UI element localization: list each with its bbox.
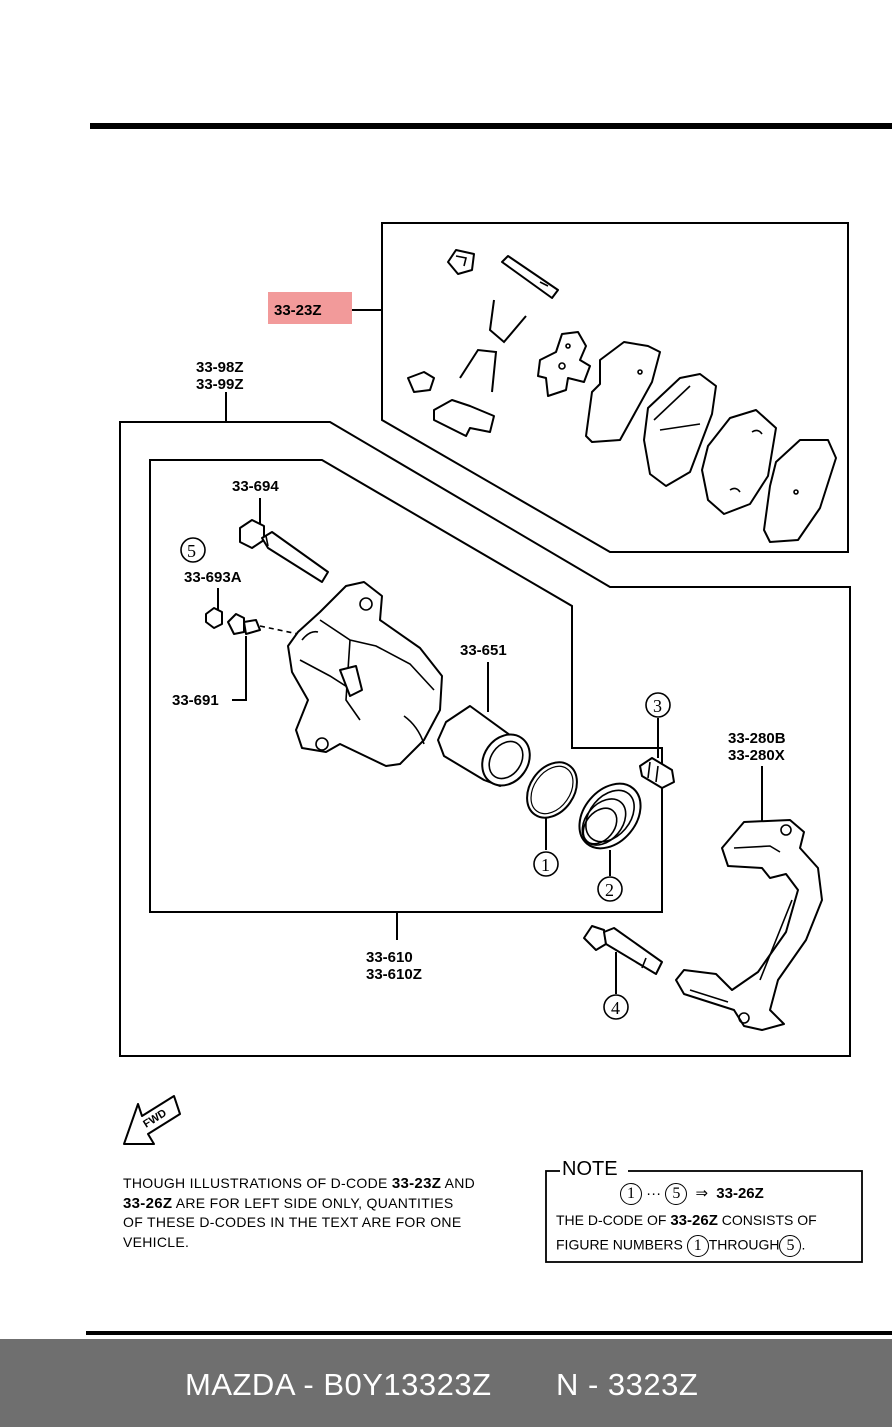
guide-bushing <box>639 757 675 789</box>
parts-diagram: 33-23Z 33-98Z 33-99Z <box>86 123 892 1335</box>
note-frame <box>545 1170 863 1263</box>
note-line-2: THE D-CODE OF 33-26Z CONSISTS OF <box>556 1212 817 1229</box>
dust-boot <box>578 782 642 850</box>
circle-3-num: 3 <box>653 696 662 716</box>
label-33-23z[interactable]: 33-23Z <box>274 302 322 319</box>
circle-1 <box>533 851 559 877</box>
footer-code: N - 3323Z <box>556 1367 699 1402</box>
bleeder-leader <box>232 636 247 701</box>
circle-5-num: 5 <box>187 541 196 561</box>
shim-inner <box>763 439 837 543</box>
disclaimer-line-3: OF THESE D-CODES IN THE TEXT ARE FOR ONE <box>123 1214 462 1230</box>
circle-2-num: 2 <box>605 880 614 900</box>
wire-spring-1 <box>488 299 527 344</box>
disclaimer-text: THOUGH ILLUSTRATIONS OF D-CODE 33-23Z AN… <box>123 1174 523 1252</box>
footer-part-number: MAZDA - B0Y13323Z <box>185 1367 492 1402</box>
note-line-1: 1 ··· 5 ⇒ 33-26Z <box>620 1183 764 1205</box>
label-33-610z[interactable]: 33-610Z <box>366 966 422 983</box>
label-33-99z[interactable]: 33-99Z <box>196 376 244 393</box>
piston-seal-inner <box>530 765 574 815</box>
note-title-bg <box>560 1160 628 1180</box>
piston-seal <box>526 761 578 819</box>
label-33-98z[interactable]: 33-98Z <box>196 359 244 376</box>
caliper-asm-frame <box>119 421 851 1057</box>
footer-bar: MAZDA - B0Y13323Z N - 3323Z <box>0 1339 892 1427</box>
caliper-bracket <box>675 819 823 1031</box>
bleeder-screw <box>227 613 261 635</box>
clip-top <box>447 249 475 275</box>
caliper-frame <box>149 459 663 913</box>
brake-pad-outer <box>643 373 717 487</box>
circle-4-num: 4 <box>611 998 620 1018</box>
bottom-rule <box>86 1331 892 1335</box>
circle-1-num: 1 <box>541 855 550 875</box>
disclaimer-line-2: 33-26Z ARE FOR LEFT SIDE ONLY, QUANTITIE… <box>123 1194 454 1212</box>
dust-cap <box>205 607 223 629</box>
pad-kit-frame <box>381 222 849 553</box>
disclaimer-line-4: VEHICLE. <box>123 1233 190 1250</box>
disclaimer-line-1: THOUGH ILLUSTRATIONS OF D-CODE 33-23Z AN… <box>123 1175 476 1192</box>
shim-outer <box>585 341 661 443</box>
piston <box>437 705 531 787</box>
label-33-280b[interactable]: 33-280B <box>728 730 786 747</box>
slide-pin <box>583 925 663 975</box>
pad-retainer <box>433 399 495 437</box>
wire-spring-2 <box>459 348 498 393</box>
label-33-694[interactable]: 33-694 <box>232 478 279 495</box>
label-33-610[interactable]: 33-610 <box>366 949 413 966</box>
circle-5 <box>180 537 206 563</box>
anti-rattle-spring <box>501 255 559 299</box>
fwd-arrow: FWD <box>123 1095 181 1145</box>
circle-2 <box>597 876 623 902</box>
clip-left <box>407 371 435 393</box>
guide-bolt <box>239 519 329 583</box>
label-33-651[interactable]: 33-651 <box>460 642 507 659</box>
circle-3 <box>645 692 671 718</box>
pad-plate <box>537 331 591 397</box>
label-33-693a[interactable]: 33-693A <box>184 569 242 586</box>
highlight-33-23z <box>268 292 352 324</box>
label-33-691[interactable]: 33-691 <box>172 692 219 709</box>
bleeder-dash <box>259 625 299 635</box>
brake-pad-inner <box>701 409 777 515</box>
note-title: NOTE <box>562 1158 618 1180</box>
caliper-body <box>287 581 443 767</box>
label-33-280x[interactable]: 33-280X <box>728 747 785 764</box>
circle-4 <box>603 994 629 1020</box>
top-rule <box>90 123 892 129</box>
